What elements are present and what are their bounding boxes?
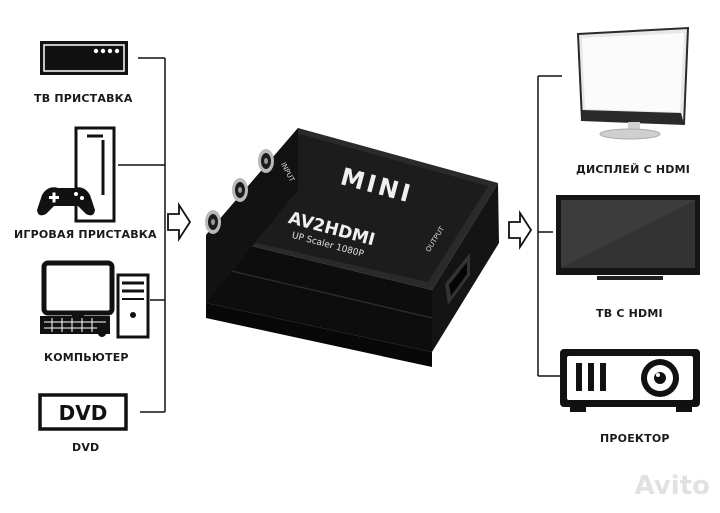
tv-icon (556, 195, 700, 280)
computer-icon (40, 260, 150, 339)
output-label-projector: ПРОЕКТОР (600, 432, 670, 445)
projector-icon (560, 349, 700, 412)
av2hdmi-converter: MINI AV2HDMI UP Scaler 1080P INPUT OUTPU… (205, 128, 499, 367)
output-label-hdmi-display: ДИСПЛЕЙ С HDMI (576, 163, 691, 176)
watermark: Avito (634, 471, 710, 501)
monitor-icon (576, 26, 690, 140)
dvd-icon-text: DVD (59, 401, 108, 425)
dvd-icon: DVD (38, 393, 128, 431)
right-connector-lines (537, 75, 562, 377)
rca-jack-icon (205, 149, 274, 234)
output-label-hdmi-tv: ТВ С HDMI (596, 307, 663, 320)
output-arrow-icon (508, 209, 533, 251)
source-label-tv-box: ТВ ПРИСТАВКА (34, 92, 133, 105)
source-label-computer: КОМПЬЮТЕР (44, 351, 129, 364)
source-label-game-console: ИГРОВАЯ ПРИСТАВКА (14, 228, 157, 241)
source-label-dvd: DVD (72, 441, 100, 454)
left-connector-lines (118, 57, 166, 413)
game-console-icon (37, 126, 116, 223)
set-top-box-icon (40, 41, 128, 75)
input-arrow-icon (167, 201, 192, 243)
hdmi-port-icon (445, 253, 470, 305)
